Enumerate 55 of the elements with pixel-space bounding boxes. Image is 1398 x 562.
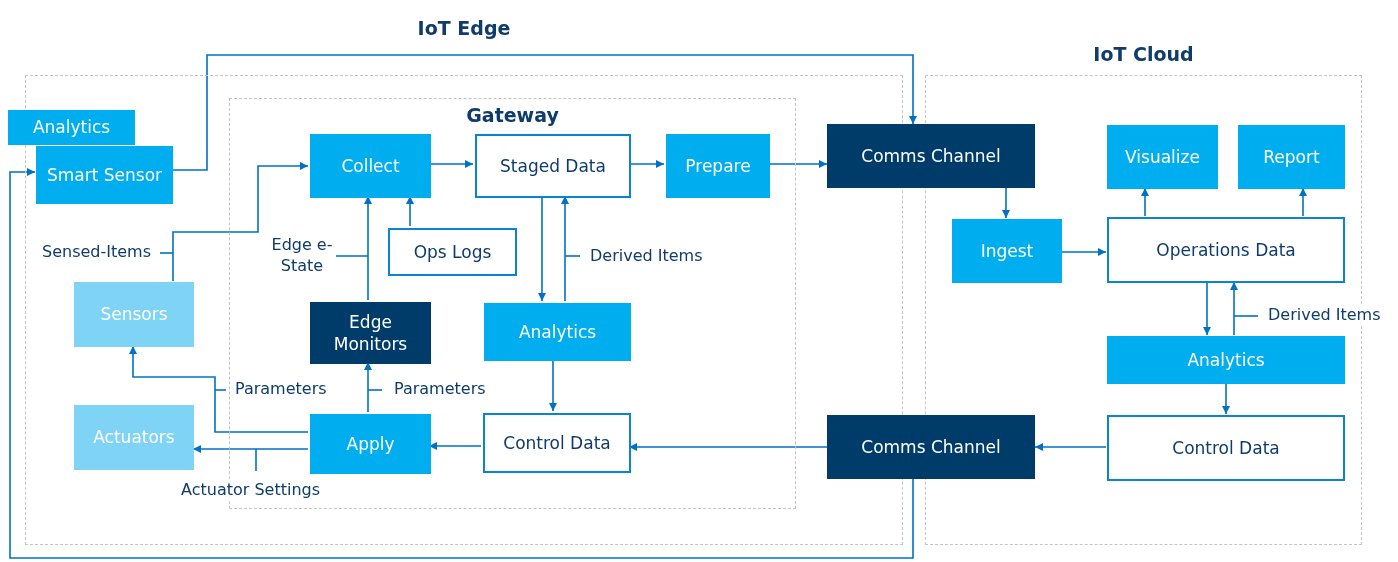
arrow [1141,187,1149,217]
process-box [310,302,431,364]
process-box [8,110,135,145]
box-label: Analytics [1187,348,1265,372]
box-label: Smart Sensor [46,163,163,187]
box-label: Ops Logs [413,240,492,264]
box-label: Analytics [518,320,597,344]
arrow [1299,187,1307,217]
process-box [827,415,1035,479]
arrow [1230,281,1238,336]
box-label: Visualize [1125,145,1200,169]
box-label: Ingest [980,239,1034,263]
box-label: Control Data [503,431,611,455]
process-box [1238,125,1345,189]
edge-label: Actuator Settings [179,480,323,501]
process-box [1107,336,1345,384]
box-label: Operations Data [1156,238,1296,262]
process-box [827,124,1035,188]
data-store-box [1107,217,1345,283]
box-label: Staged Data [500,154,606,178]
box-label: Analytics [32,116,111,139]
process-box [74,282,194,347]
arrow [1203,281,1211,336]
data-store-box [483,413,631,473]
process-box [310,414,431,474]
box-label: Report [1263,145,1320,169]
box-label: Comms Channel [861,435,1001,459]
box-label: Collect [341,154,400,178]
process-box [74,405,194,470]
arrow [1222,382,1230,415]
data-store-box [475,134,631,198]
box-label: Comms Channel [861,144,1001,168]
process-box [666,134,770,198]
box-label: Actuators [93,426,175,449]
process-box [310,134,431,198]
data-store-box [1107,415,1345,481]
box-label: Edge Monitors [332,310,409,356]
process-box [484,303,631,361]
box-label: Apply [346,432,395,456]
arrow [129,345,309,433]
box-label: Control Data [1172,436,1280,460]
region-title: IoT Edge [416,16,512,41]
process-box [36,146,173,204]
arrow [1002,187,1010,219]
arrow [9,168,914,559]
process-box [1107,125,1218,189]
process-box [952,219,1062,283]
edge-label: Derived Items [1266,305,1383,326]
box-label: Prepare [685,154,751,178]
arrow [1034,443,1107,451]
box-label: Sensors [100,303,168,326]
region-title: IoT Cloud [1092,42,1195,67]
region-title: Gateway [465,103,560,128]
data-store-box [388,228,517,276]
arrow [172,162,309,282]
